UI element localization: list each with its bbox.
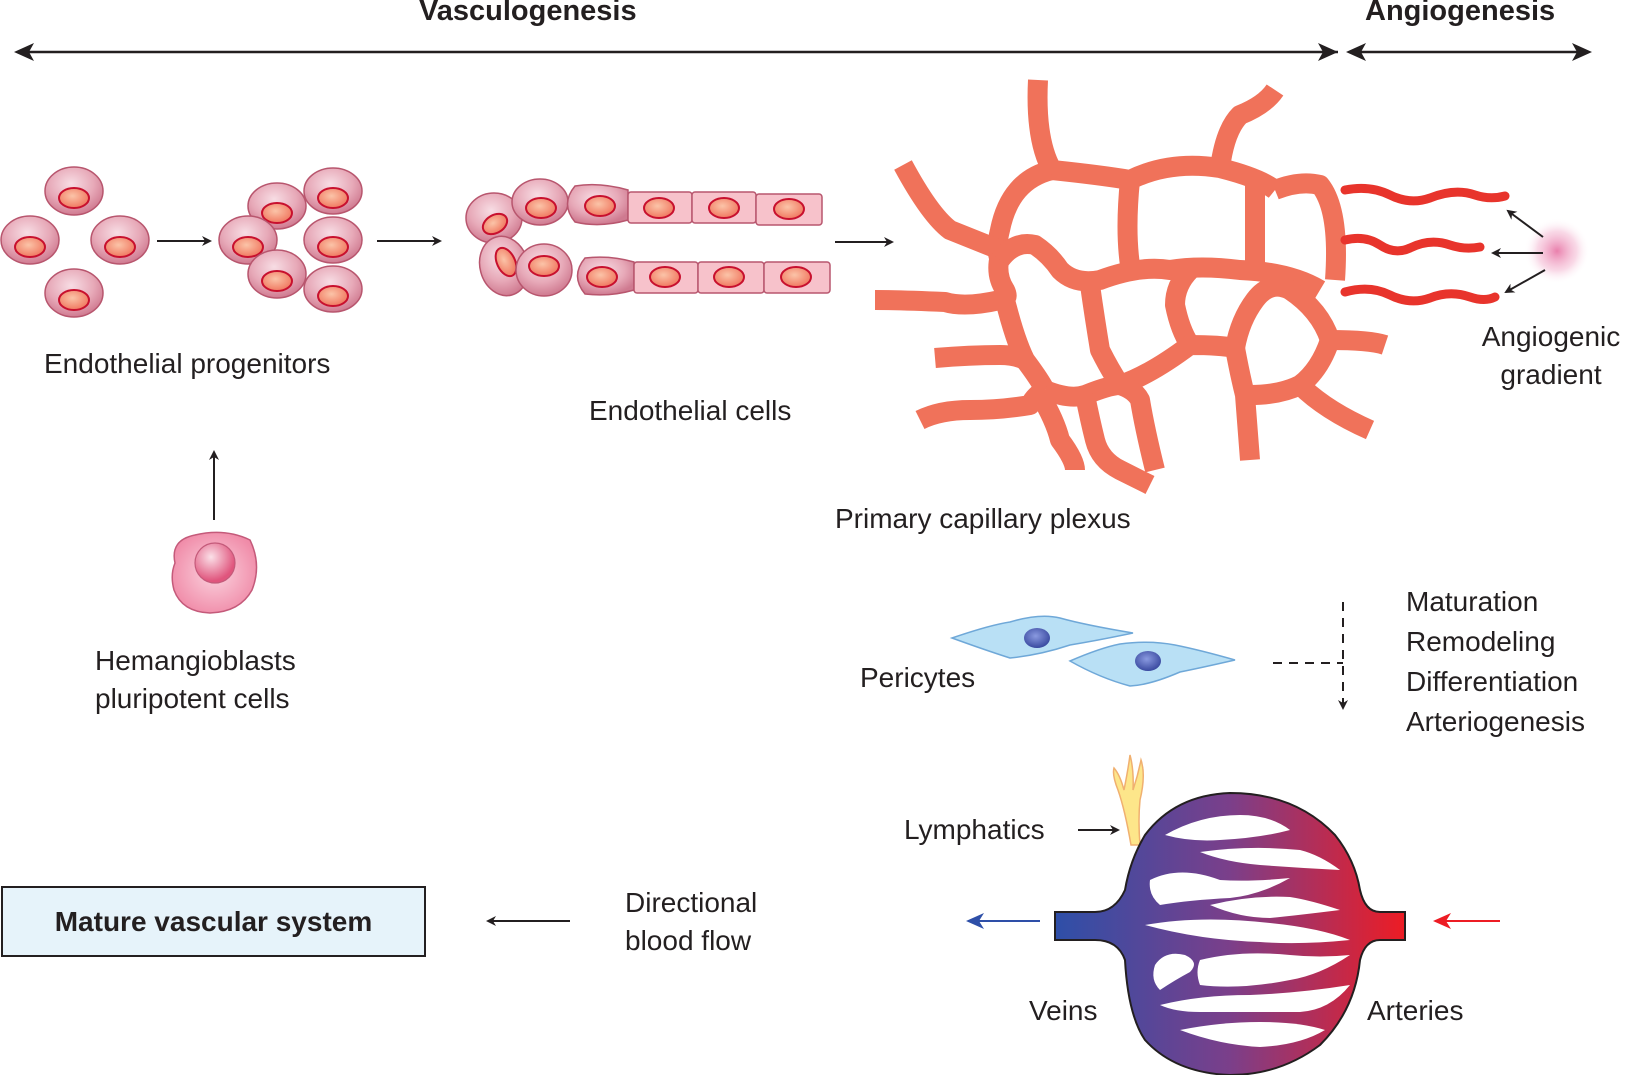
- directional-line2: blood flow: [625, 925, 752, 956]
- angiogenic-gradient-source: [1524, 218, 1590, 284]
- endothelial-progenitor-cells-clustered: [218, 167, 363, 313]
- progenitor-cell: [218, 215, 278, 265]
- pericyte: [949, 615, 1134, 659]
- maturation-steps-list: Maturation Remodeling Differentiation Ar…: [1406, 582, 1585, 742]
- hemangioblasts-label: Hemangioblasts pluripotent cells: [95, 642, 296, 718]
- endothelial-cell-tube: [465, 178, 831, 297]
- primary-capillary-plexus: [874, 79, 1389, 494]
- endothelial-cell: [576, 256, 635, 296]
- maturation-dashed-arrow: [1273, 602, 1348, 710]
- sprout: [1340, 233, 1485, 256]
- pericyte: [1068, 641, 1236, 687]
- directional-line1: Directional: [625, 887, 758, 918]
- angiogenic-gradient-label: Angiogenic gradient: [1466, 318, 1636, 394]
- endothelial-cell: [755, 193, 823, 226]
- vasculogenesis-span-arrow: [14, 43, 1338, 61]
- veins-label: Veins: [1029, 995, 1098, 1026]
- endothelial-cell: [697, 261, 765, 294]
- endothelial-cells-label: Endothelial cells: [589, 395, 792, 426]
- endothelial-cell: [691, 191, 757, 224]
- mature-vascular-system-box: Mature vascular system: [1, 886, 426, 957]
- progenitor-cell: [303, 216, 363, 264]
- progenitor-cell: [303, 167, 363, 215]
- angiogenesis-span-arrow: [1346, 43, 1592, 61]
- progenitor-cell: [247, 182, 307, 230]
- pericyte-cells: [949, 615, 1236, 687]
- directional-blood-flow-label: Directional blood flow: [625, 884, 757, 960]
- lymphatic-vessel: [1112, 754, 1144, 846]
- endothelial-cell: [763, 261, 831, 294]
- endothelial-cell: [566, 183, 629, 226]
- vasculogenesis-heading: Vasculogenesis: [419, 0, 637, 27]
- progenitor-cell: [44, 166, 104, 216]
- vessel-lumens: [1145, 815, 1350, 1047]
- arteries-label: Arteries: [1367, 995, 1464, 1026]
- maturation-step: Differentiation: [1406, 666, 1579, 697]
- angiogenic-gradient-line1: Angiogenic: [1481, 321, 1621, 352]
- progenitor-cell: [247, 249, 307, 299]
- angiogenesis-heading: Angiogenesis: [1365, 0, 1556, 27]
- lymphatics-label: Lymphatics: [904, 814, 1045, 845]
- hemangioblast-cell: [171, 531, 258, 614]
- pericytes-label: Pericytes: [860, 662, 976, 693]
- endothelial-cell: [515, 243, 573, 297]
- maturation-step: Remodeling: [1406, 626, 1556, 657]
- sprout: [1340, 284, 1500, 306]
- maturation-step: Arteriogenesis: [1406, 706, 1585, 737]
- maturation-step: Maturation: [1406, 586, 1539, 617]
- endothelial-cell: [511, 178, 569, 226]
- endothelial-progenitors-label: Endothelial progenitors: [44, 348, 331, 379]
- progenitor-cell: [44, 268, 104, 318]
- progenitor-cell: [303, 265, 363, 313]
- hemangioblasts-line1: Hemangioblasts: [95, 645, 296, 676]
- endothelial-cell: [478, 235, 530, 297]
- endothelial-progenitor-cells-scattered: [0, 166, 150, 318]
- mature-vascular-system-label: Mature vascular system: [54, 905, 373, 937]
- mature-vessel-network: [966, 754, 1500, 1075]
- gradient-arrows: [1491, 209, 1546, 293]
- progenitor-cell: [90, 215, 150, 265]
- primary-capillary-plexus-label: Primary capillary plexus: [835, 503, 1131, 534]
- angiogenic-sprouts: [1340, 183, 1510, 306]
- progenitor-cell: [0, 215, 60, 265]
- endothelial-cell: [633, 261, 699, 294]
- sprout: [1340, 183, 1510, 206]
- hemangioblasts-line2: pluripotent cells: [95, 683, 290, 714]
- angiogenic-gradient-line2: gradient: [1500, 359, 1602, 390]
- endothelial-cell: [627, 191, 693, 224]
